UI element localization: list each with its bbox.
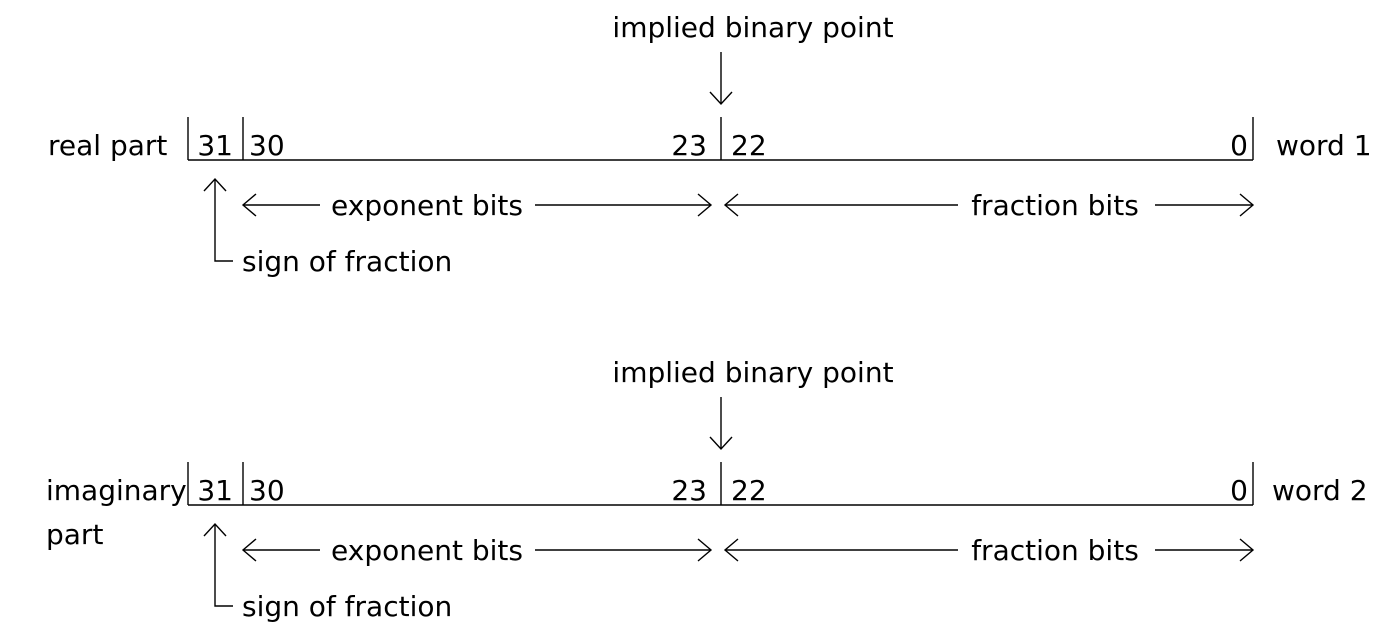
word-label: word 1: [1276, 129, 1372, 162]
binary-point-arrow: [709, 397, 733, 451]
word-label: word 2: [1272, 474, 1368, 507]
register-outline: [187, 117, 1254, 161]
sign-of-fraction-label: sign of fraction: [242, 590, 452, 623]
word-1-group: implied binary point real part 31 30 23 …: [48, 11, 1372, 278]
part-label-line-1: imaginary: [46, 474, 187, 507]
bit-23-label: 23: [671, 129, 707, 162]
fraction-bits-label: fraction bits: [971, 189, 1139, 222]
register-outline: [187, 462, 1254, 506]
binary-point-label: implied binary point: [612, 356, 893, 389]
fraction-bits-label: fraction bits: [971, 534, 1139, 567]
sign-of-fraction-label: sign of fraction: [242, 245, 452, 278]
exponent-bits-label: exponent bits: [331, 534, 523, 567]
fraction-span-arrow: [723, 193, 1255, 217]
bit-0-label: 0: [1230, 129, 1248, 162]
exponent-span-arrow: [241, 193, 713, 217]
bit-30-label: 30: [249, 129, 285, 162]
bit-31-label: 31: [197, 129, 233, 162]
bit-22-label: 22: [731, 129, 767, 162]
binary-point-arrow: [709, 52, 733, 106]
part-label-line-1: real part: [48, 129, 167, 162]
word-2-group: implied binary point imaginary part 31 3…: [46, 356, 1368, 623]
bit-22-label: 22: [731, 474, 767, 507]
fraction-span-arrow: [723, 538, 1255, 562]
bit-23-label: 23: [671, 474, 707, 507]
bit-30-label: 30: [249, 474, 285, 507]
sign-pointer-arrow: [203, 522, 233, 607]
exponent-bits-label: exponent bits: [331, 189, 523, 222]
binary-point-label: implied binary point: [612, 11, 893, 44]
bit-31-label: 31: [197, 474, 233, 507]
bit-0-label: 0: [1230, 474, 1248, 507]
sign-pointer-arrow: [203, 177, 233, 262]
exponent-span-arrow: [241, 538, 713, 562]
part-label-line-2: part: [46, 518, 103, 551]
